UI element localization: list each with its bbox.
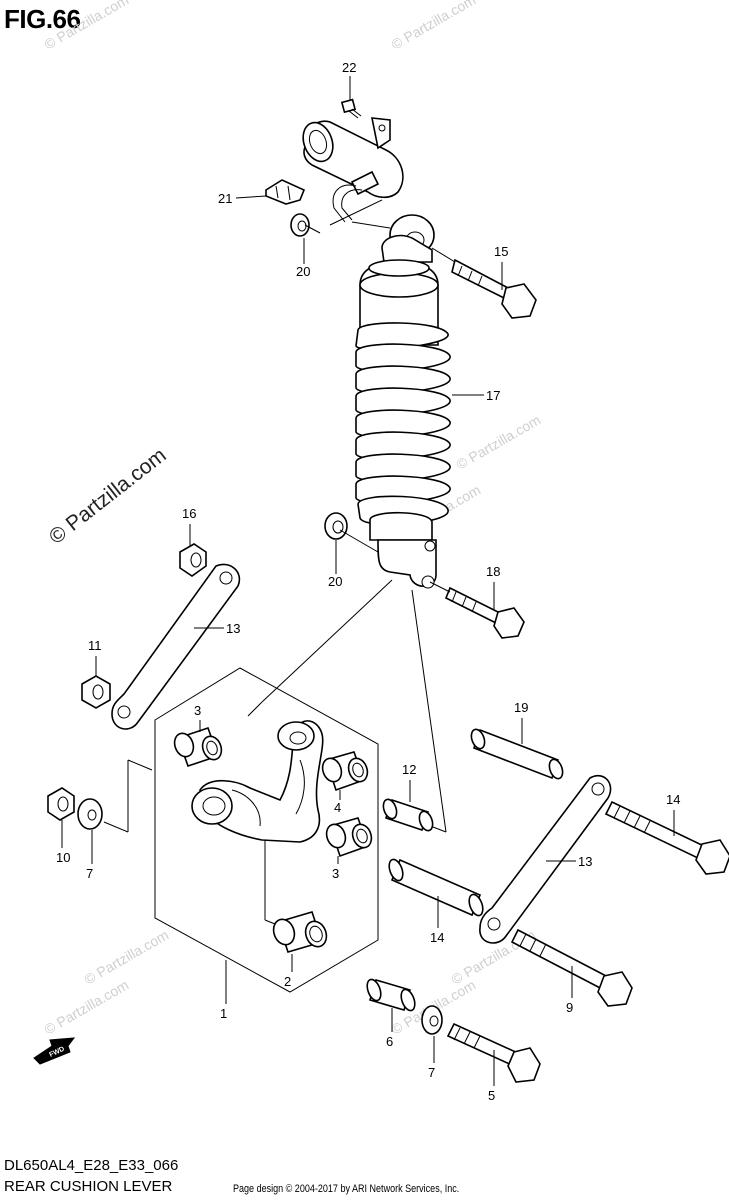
collar-15	[470, 728, 564, 780]
callout-3-top: 3	[194, 703, 201, 718]
section-name: REAR CUSHION LEVER	[4, 1178, 173, 1195]
callout-12: 12	[402, 762, 416, 777]
preload-adjuster	[302, 117, 404, 223]
collar-10	[388, 858, 484, 917]
faint-watermarks: © Partzilla.com © Partzilla.com © Partzi…	[42, 0, 544, 1038]
washer-7-right	[421, 1005, 443, 1035]
watermark-faint-1: © Partzilla.com	[42, 0, 132, 53]
callout-15: 19	[514, 700, 528, 715]
bushing-3-top	[173, 726, 223, 768]
watermark-faint-7: © Partzilla.com	[42, 977, 132, 1038]
callout-7-right: 7	[428, 1065, 435, 1080]
figure-title: FIG.66	[4, 4, 81, 34]
callout-20-upper: 20	[296, 264, 310, 279]
clamp-21	[265, 179, 306, 205]
collar-12	[382, 798, 434, 832]
callout-6: 6	[386, 1034, 393, 1049]
washer-20-upper	[290, 213, 310, 237]
lever-assembly-outline	[154, 667, 379, 993]
callout-10: 14	[430, 930, 444, 945]
callout-4: 4	[334, 800, 341, 815]
callout-13-left: 13	[226, 621, 240, 636]
bolt-18	[431, 247, 537, 319]
nut-16	[179, 543, 207, 577]
washer-7-left	[77, 798, 103, 830]
callout-18: 15	[494, 244, 508, 259]
callout-9: 9	[566, 1000, 573, 1015]
callout-16: 16	[182, 506, 196, 521]
bushing-2	[272, 911, 328, 953]
callout-11: 11	[88, 638, 102, 653]
tie-rod-13-left	[111, 563, 241, 730]
callout-21: 21	[218, 191, 232, 206]
callout-1: 1	[220, 1006, 227, 1021]
shock-absorber	[355, 214, 451, 589]
bolt-19	[429, 581, 525, 639]
bolt-9	[510, 928, 633, 1007]
callout-13-right: 13	[578, 854, 592, 869]
callouts: 22 21 20 15 17 16 20 18 13 11 3 19 12 14…	[56, 60, 680, 1103]
nut-8	[47, 787, 75, 821]
bushing-3-lower	[325, 817, 373, 858]
washer-20-lower	[324, 512, 348, 540]
callout-2: 2	[284, 974, 291, 989]
bolt-22	[340, 98, 362, 119]
watermark-faint-3: © Partzilla.com	[454, 412, 544, 473]
callout-3-lower: 3	[332, 866, 339, 881]
bolt-5	[446, 1022, 541, 1083]
alignment-lines	[103, 199, 447, 927]
callout-17: 17	[486, 388, 500, 403]
nut-11	[81, 675, 111, 709]
callout-22: 22	[342, 60, 356, 75]
fwd-arrow-icon: FWD	[33, 1037, 76, 1065]
watermark-faint-5: © Partzilla.com	[82, 927, 172, 988]
bolt-14	[604, 800, 729, 875]
callout-5: 5	[488, 1088, 495, 1103]
tie-rod-13-right	[479, 774, 612, 944]
cushion-lever	[191, 720, 324, 843]
callout-8: 10	[56, 850, 70, 865]
callout-7-left: 7	[86, 866, 93, 881]
watermark-faint-2: © Partzilla.com	[389, 0, 479, 53]
watermark-main: © Partzilla.com	[45, 444, 171, 549]
callout-19: 18	[486, 564, 500, 579]
model-code: DL650AL4_E28_E33_066	[4, 1157, 179, 1174]
collar-6	[366, 978, 416, 1012]
bushing-4	[321, 751, 369, 792]
callout-14: 14	[666, 792, 680, 807]
callout-20-lower: 20	[328, 574, 342, 589]
credit-line: Page design © 2004-2017 by ARI Network S…	[233, 1183, 460, 1195]
